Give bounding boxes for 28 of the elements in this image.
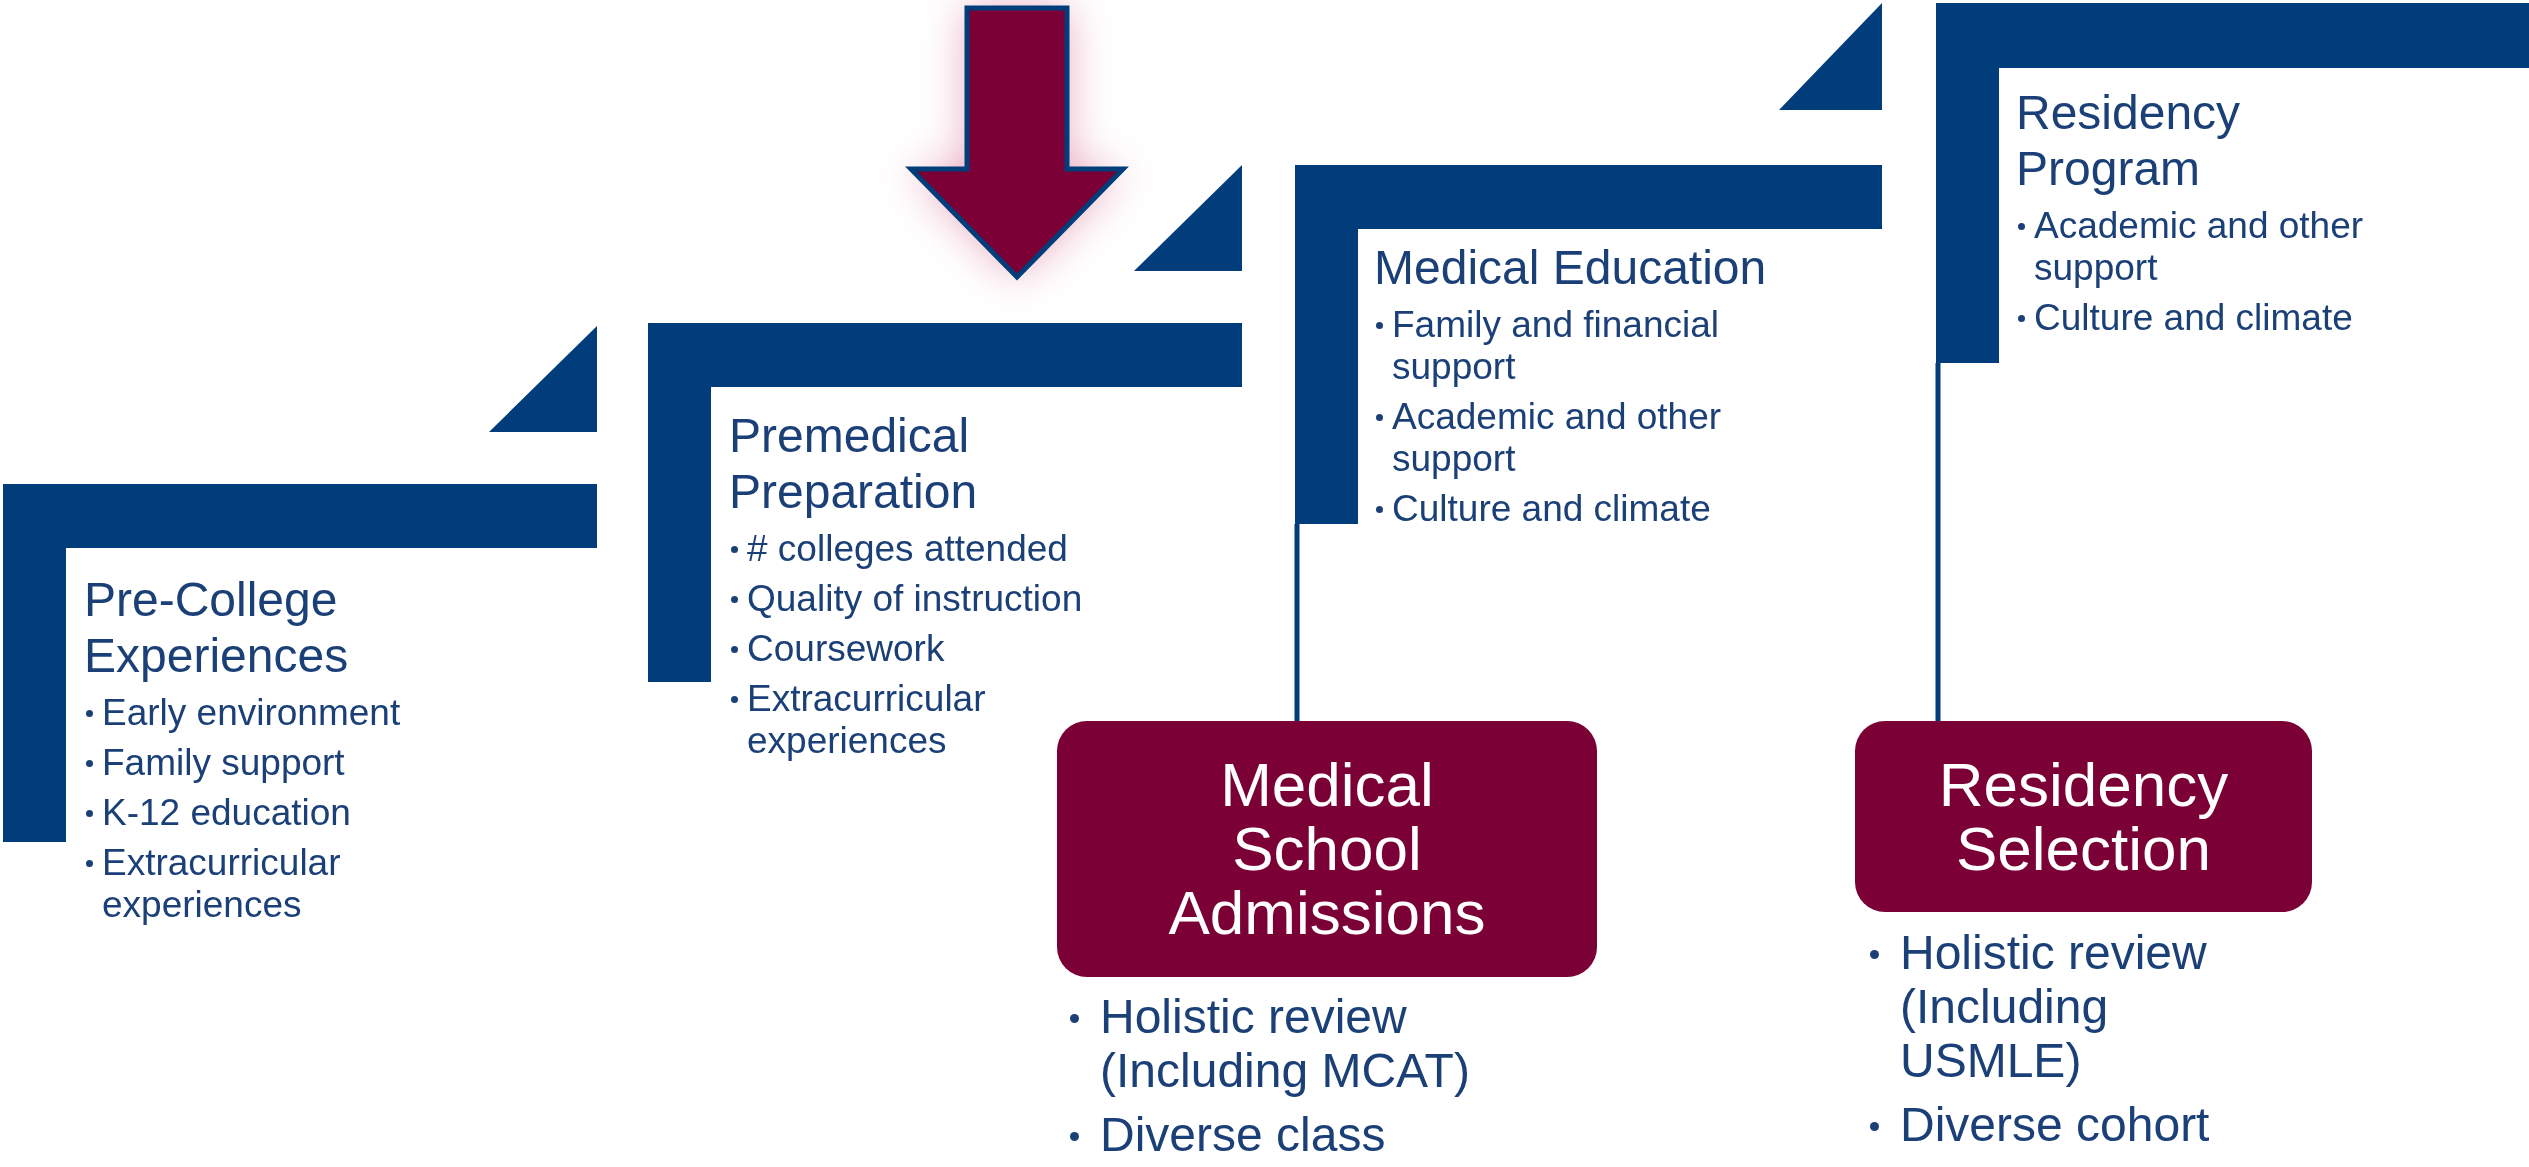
step-heading: Premedical Preparation <box>729 408 979 520</box>
stage-box <box>1855 721 2312 912</box>
bullet-item: Extracurricular experiences <box>102 842 342 926</box>
step-heading: Medical Education <box>1374 240 1768 296</box>
bullet-item: Diverse class <box>1100 1108 1387 1162</box>
bullet-item: # colleges attended <box>747 528 1069 570</box>
stage-title: Residency Selection <box>1937 752 2230 881</box>
bullet-item: Culture and climate <box>1392 488 1712 530</box>
bullet-item: K-12 education <box>102 792 352 834</box>
stage-box <box>1057 721 1597 977</box>
bullet-item: Quality of instruction <box>747 578 1084 620</box>
bullet-item: Academic and other support <box>2034 205 2365 289</box>
step-heading: Residency Program <box>2016 85 2242 197</box>
connector-line <box>1294 524 1300 721</box>
stage-title: Medical School Admissions <box>1167 753 1487 945</box>
bullet-item: Holistic review (Including MCAT) <box>1100 990 1471 1098</box>
bullet-item: Early environment <box>102 692 402 734</box>
bullet-item: Family and financial support <box>1392 304 1720 388</box>
bullet-item: Coursework <box>747 628 946 670</box>
block-arrow <box>905 5 1129 281</box>
bullet-item: Diverse cohort <box>1900 1098 2211 1152</box>
bullet-item: Academic and other support <box>1392 396 1723 480</box>
bullet-item: Culture and climate <box>2034 297 2354 339</box>
bullet-item: Extracurricular experiences <box>747 678 987 762</box>
step-heading: Pre-College Experiences <box>84 572 350 684</box>
bullet-item: Family support <box>102 742 346 784</box>
bullet-item: Holistic review (Including USMLE) <box>1900 926 2208 1088</box>
connector-line <box>1935 363 1941 721</box>
